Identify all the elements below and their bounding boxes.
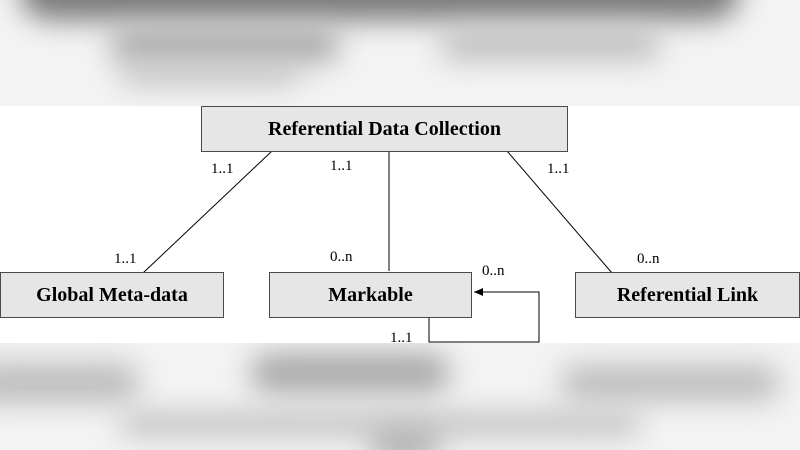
multiplicity-label: 1..1 bbox=[211, 161, 234, 177]
entity-label: Referential Data Collection bbox=[268, 117, 501, 140]
entity-referential-data-collection: Referential Data Collection bbox=[201, 106, 568, 152]
multiplicity-label: 0..n bbox=[482, 263, 505, 279]
blurred-top-band bbox=[0, 0, 800, 106]
entity-label: Markable bbox=[328, 283, 413, 306]
blurred-bottom-band bbox=[0, 343, 800, 450]
entity-label: Global Meta-data bbox=[36, 283, 188, 306]
connector-collection-link bbox=[506, 150, 613, 274]
multiplicity-label: 1..1 bbox=[114, 251, 137, 267]
multiplicity-label: 0..n bbox=[637, 251, 660, 267]
entity-referential-link: Referential Link bbox=[575, 272, 800, 318]
multiplicity-label: 1..1 bbox=[330, 158, 353, 174]
connector-markable-self-association bbox=[428, 288, 540, 343]
multiplicity-label: 0..n bbox=[330, 249, 353, 265]
entity-label: Referential Link bbox=[616, 283, 759, 306]
multiplicity-label: 1..1 bbox=[547, 161, 570, 177]
entity-markable: Markable bbox=[269, 272, 472, 318]
entity-global-metadata: Global Meta-data bbox=[0, 272, 224, 318]
multiplicity-label: 1..1 bbox=[390, 330, 413, 346]
connector-collection-metadata bbox=[142, 150, 273, 274]
